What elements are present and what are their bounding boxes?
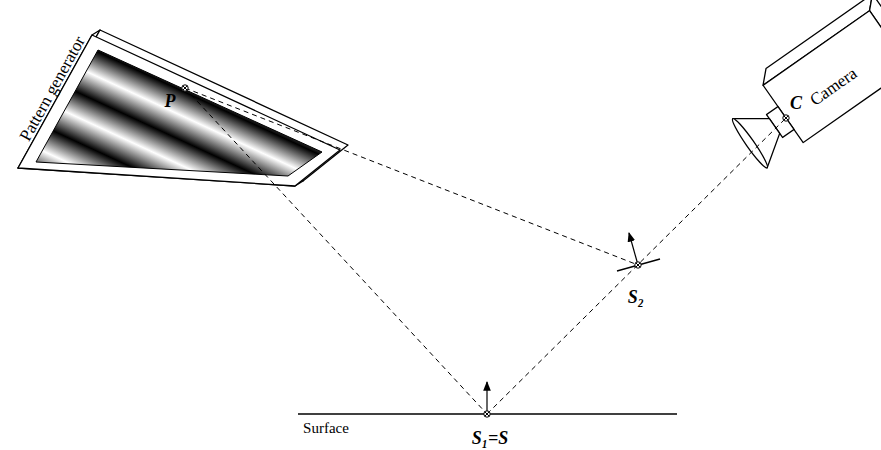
point-label: P (165, 92, 176, 110)
point-label: S₁=S (472, 429, 509, 447)
point-label: C (790, 94, 802, 112)
surface-label: Surface (303, 421, 349, 436)
light-rays (185, 88, 786, 414)
normal-arrow (486, 382, 487, 414)
camera (717, 0, 881, 170)
point-markers (182, 85, 789, 417)
normal-arrow (629, 233, 638, 265)
point-label: S₂ (628, 288, 644, 306)
tangent-plane (617, 259, 660, 271)
